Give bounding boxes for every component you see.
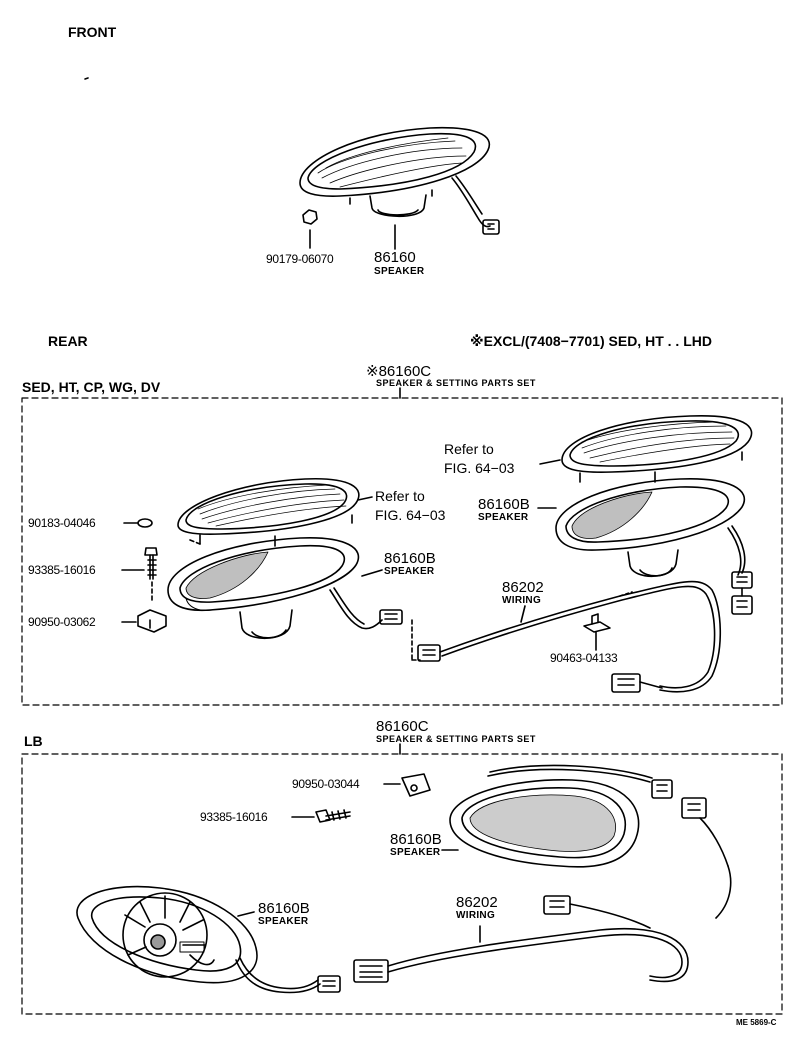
- lb-left-speaker-leader: [237, 911, 255, 917]
- rear-wiring-drawing: [411, 580, 753, 693]
- lb-right-speaker-part: 86160B: [390, 831, 442, 848]
- rear-ref-leader: [357, 496, 373, 501]
- front-speck: [84, 77, 89, 80]
- front-nut-drawing: [302, 209, 318, 225]
- front-nut-part-number: 90179-06070: [266, 252, 334, 266]
- rear-ref2-line1: Refer to: [444, 441, 494, 457]
- rear-clip-part: 90463-04133: [550, 651, 618, 665]
- rear-left-speaker-name: SPEAKER: [384, 566, 435, 577]
- lb-wiring-drawing: [353, 865, 732, 983]
- rear-screw-drawing: [144, 547, 158, 580]
- lb-nut-drawing: [401, 773, 431, 797]
- rear-grille-dash: [189, 539, 201, 545]
- lb-screw-part: 93385-16016: [200, 810, 268, 824]
- rear-right-grille-drawing: [561, 415, 753, 483]
- rear-screw-part: 93385-16016: [28, 563, 96, 577]
- rear-washer-drawing: [137, 518, 153, 528]
- lb-section-title: LB: [24, 733, 43, 749]
- front-section-title: FRONT: [68, 24, 117, 40]
- lb-left-speaker-drawing: [76, 885, 341, 994]
- rear-set-name: SPEAKER & SETTING PARTS SET: [376, 378, 536, 388]
- rear-left-speaker-drawing: [167, 537, 403, 639]
- lb-nut-part: 90950-03044: [292, 777, 360, 791]
- rear-left-speaker-part: 86160B: [384, 550, 436, 567]
- lb-left-speaker-name: SPEAKER: [258, 916, 309, 927]
- rear-washer-part: 90183-04046: [28, 516, 96, 530]
- rear-set-part-number: ※86160C: [366, 363, 432, 380]
- lb-wiring-part: 86202: [456, 894, 498, 911]
- footer-code: ME 5869-C: [736, 1018, 777, 1027]
- rear-ref2-line2: FIG. 64−03: [444, 460, 515, 476]
- rear-wiring-leader: [520, 605, 526, 623]
- rear-right-speaker-part: 86160B: [478, 496, 530, 513]
- rear-nut-drawing: [137, 609, 167, 633]
- rear-ref2-leader: [539, 459, 561, 465]
- rear-ref-line2: FIG. 64−03: [375, 507, 446, 523]
- rear-left-grille-drawing: [177, 477, 360, 547]
- lb-wiring-name: WIRING: [456, 910, 496, 921]
- rear-section-title: REAR: [48, 333, 88, 349]
- lb-left-speaker-part: 86160B: [258, 900, 310, 917]
- rear-wiring-name: WIRING: [502, 595, 542, 606]
- rear-clip-drawing: [583, 613, 611, 633]
- rear-left-speaker-leader: [361, 569, 383, 577]
- lb-set-box: [21, 753, 783, 1015]
- lb-right-speaker-drawing: [449, 764, 729, 868]
- rear-set-box: [21, 397, 783, 706]
- rear-right-speaker-drawing: [555, 478, 753, 589]
- front-speaker-part-number: 86160: [374, 249, 416, 266]
- rear-right-speaker-name: SPEAKER: [478, 512, 529, 523]
- front-speaker-name: SPEAKER: [374, 266, 425, 277]
- lb-screw-drawing: [315, 809, 351, 823]
- lb-set-part-number: 86160C: [376, 718, 429, 735]
- lb-set-name: SPEAKER & SETTING PARTS SET: [376, 734, 536, 744]
- rear-group-label: SED, HT, CP, WG, DV: [22, 379, 161, 395]
- rear-applicability-note: ※EXCL/(7408−7701) SED, HT . . LHD: [470, 333, 712, 349]
- lb-right-speaker-name: SPEAKER: [390, 847, 441, 858]
- front-speaker-drawing: [299, 126, 500, 235]
- rear-nut-part: 90950-03062: [28, 615, 96, 629]
- rear-wiring-part: 86202: [502, 579, 544, 596]
- rear-ref-line1: Refer to: [375, 488, 425, 504]
